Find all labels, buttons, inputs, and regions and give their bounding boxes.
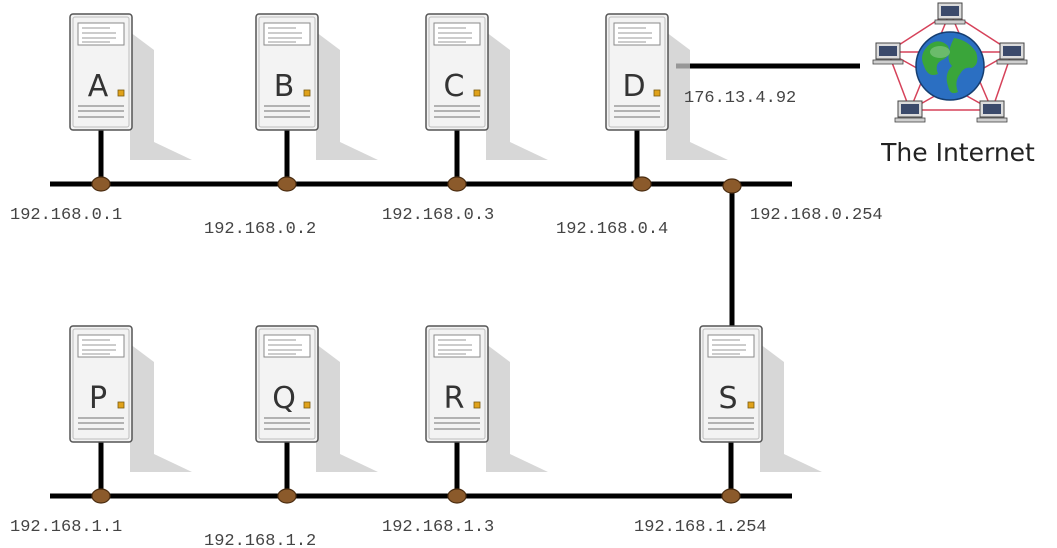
computer-icon <box>894 100 926 123</box>
server-label: C <box>444 69 465 104</box>
internet-label: The Internet <box>880 138 1035 167</box>
computer-icon <box>934 2 966 25</box>
server-label: A <box>88 69 109 104</box>
computer-icon <box>996 42 1028 65</box>
server-label: Q <box>272 381 296 416</box>
network-node-d <box>632 176 652 192</box>
internet-icon <box>872 2 1028 123</box>
server-a: A <box>69 13 193 161</box>
server-b: B <box>255 13 379 161</box>
ip-label-s-lower: 192.168.1.254 <box>634 518 767 537</box>
ip-label-r: 192.168.1.3 <box>382 518 494 537</box>
network-node-a <box>91 176 111 192</box>
ip-label-a: 192.168.0.1 <box>10 206 122 225</box>
server-q: Q <box>255 325 379 473</box>
ip-label-d-external: 176.13.4.92 <box>684 89 796 108</box>
network-node-s-upper <box>722 178 742 194</box>
servers: A B C D P Q R S <box>69 13 823 473</box>
address-labels: 192.168.0.1 192.168.0.2 192.168.0.3 192.168… <box>10 89 883 548</box>
network-node-r <box>447 488 467 504</box>
ip-label-p: 192.168.1.1 <box>10 518 122 537</box>
server-label: P <box>89 381 107 416</box>
server-label: B <box>274 69 295 104</box>
ip-label-q: 192.168.1.2 <box>204 532 316 548</box>
network-node-s-lower <box>721 488 741 504</box>
server-label: S <box>718 381 737 416</box>
network-node-q <box>277 488 297 504</box>
connection-nodes <box>91 176 742 504</box>
network-node-c <box>447 176 467 192</box>
computer-icon <box>976 100 1008 123</box>
server-s: S <box>699 325 823 473</box>
network-node-b <box>277 176 297 192</box>
server-c: C <box>425 13 549 161</box>
server-label: D <box>622 69 645 104</box>
ip-label-c: 192.168.0.3 <box>382 206 494 225</box>
ip-label-b: 192.168.0.2 <box>204 220 316 239</box>
network-wires <box>50 63 860 499</box>
network-node-p <box>91 488 111 504</box>
globe-icon <box>915 31 985 101</box>
ip-label-s-upper: 192.168.0.254 <box>750 206 883 225</box>
server-label: R <box>444 381 465 416</box>
server-r: R <box>425 325 549 473</box>
ip-label-d: 192.168.0.4 <box>556 220 668 239</box>
server-d: D <box>605 13 729 161</box>
computer-icon <box>872 42 904 65</box>
internet-cloud: The Internet <box>872 2 1035 167</box>
server-p: P <box>69 325 193 473</box>
